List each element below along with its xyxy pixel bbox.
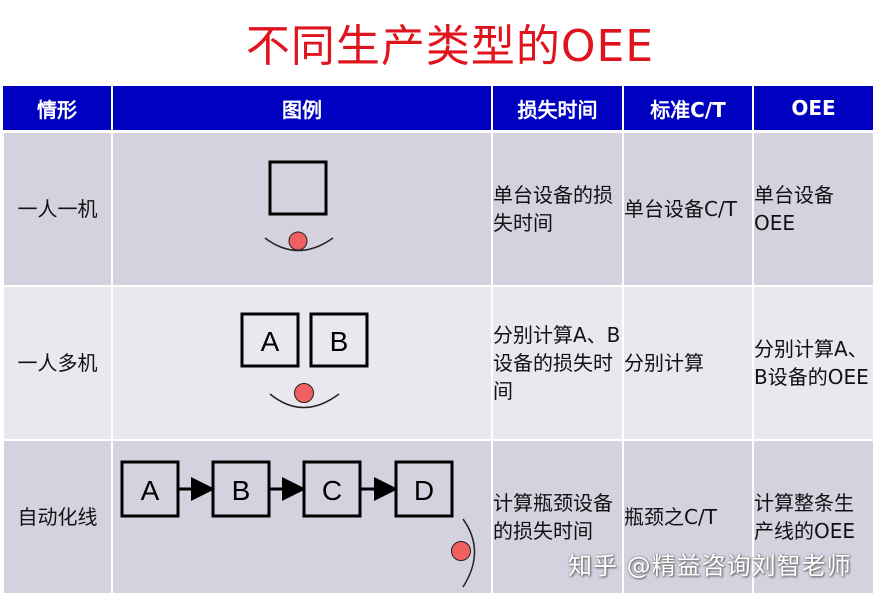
- header-situation: 情形: [3, 86, 113, 133]
- header-loss-time: 损失时间: [491, 86, 624, 133]
- machine-box-d: [394, 460, 454, 518]
- standard-ct-cell: 分别计算: [622, 285, 754, 441]
- loss-time-cell: 计算瓶颈设备的损失时间: [491, 439, 624, 595]
- watermark: 知乎 @精益咨询刘智老师: [568, 552, 852, 580]
- situation-cell: 一人多机: [2, 285, 113, 441]
- machine-label-b: B: [232, 475, 251, 506]
- oee-cell: 计算整条生产线的OEE: [752, 439, 875, 595]
- automated-line-diagram: A B C D: [120, 460, 476, 588]
- header-diagram: 图例: [111, 86, 493, 133]
- machine-box: [268, 160, 328, 216]
- machine-label-b: B: [330, 326, 349, 357]
- page-title: 不同生产类型的OEE: [245, 21, 655, 72]
- loss-time-cell: 单台设备的损失时间: [491, 130, 624, 287]
- operator-arc: [269, 393, 340, 409]
- diagram-cell: A B C D: [111, 439, 493, 595]
- diagram-cell: A B: [111, 285, 493, 441]
- situation-cell: 自动化线: [2, 439, 113, 595]
- machine-label-d: D: [414, 475, 434, 506]
- oee-cell: 分别计算A、B设备的OEE: [752, 285, 875, 441]
- machine-box-a: [240, 312, 300, 368]
- standard-ct-cell: 瓶颈之C/T: [622, 439, 754, 595]
- machine-box-b: [309, 312, 369, 368]
- standard-ct-cell: 单台设备C/T: [622, 130, 754, 287]
- diagram-cell: [111, 130, 493, 287]
- situation-cell: 一人一机: [2, 130, 113, 287]
- table-row: 一人一机 单台设备的损失时间 单台设备C/T 单台设备OEE: [2, 130, 875, 287]
- one-person-multi-machine-diagram: A B: [240, 312, 369, 409]
- machine-label-a: A: [261, 326, 280, 357]
- oee-cell: 单台设备OEE: [752, 130, 875, 287]
- table-header-row: 情形 图例 损失时间 标准C/T OEE: [3, 86, 875, 133]
- table-row: 自动化线 A B C: [2, 439, 875, 595]
- header-standard-ct: 标准C/T: [622, 86, 754, 133]
- oee-table: 情形 图例 损失时间 标准C/T OEE 一人一机 单台设备的损失时间 单台设备…: [2, 86, 875, 595]
- operator-icon: [451, 541, 471, 561]
- operator-icon: [294, 383, 314, 403]
- operator-icon: [288, 231, 308, 251]
- one-person-one-machine-diagram: [264, 160, 334, 252]
- operator-arc: [462, 518, 476, 588]
- machine-label-a: A: [141, 475, 160, 506]
- machine-label-c: C: [322, 475, 342, 506]
- loss-time-cell: 分别计算A、B设备的损失时间: [491, 285, 624, 441]
- table-row: 一人多机 A B 分别计算A、B设备的损失时间 分别计算 分别计算A、B设备的O…: [2, 285, 875, 441]
- header-oee: OEE: [752, 86, 875, 133]
